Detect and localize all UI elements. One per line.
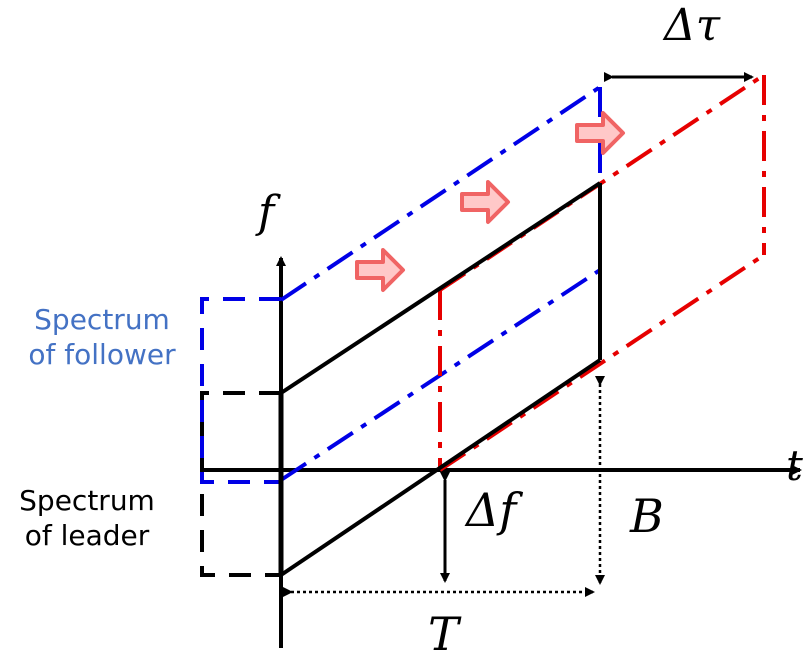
follower-chirp-blue-upper [279, 85, 602, 302]
delta-f-label: Δf [464, 483, 523, 537]
follower-spectrum-label: Spectrum of follower [2, 302, 202, 372]
bandwidth-label: B [629, 489, 664, 543]
axis-t-label: t [786, 441, 803, 490]
shift-arrow [575, 111, 625, 155]
leader-spectrum [200, 391, 281, 577]
follower-spectrum [200, 297, 281, 484]
delta-tau-label: Δτ [662, 0, 721, 51]
leader-spectrum-label: Spectrum of leader [2, 483, 172, 553]
period-label: T [428, 607, 462, 657]
leader-chirp-upper [279, 181, 602, 395]
shift-arrow [355, 248, 405, 292]
leader-label-line-2: of leader [24, 519, 150, 552]
axis-f-label: f [255, 187, 281, 238]
shift-arrow [460, 180, 510, 224]
follower-chirp-red-lower [438, 253, 766, 472]
leader-label-line-1: Spectrum [19, 484, 155, 517]
follower-label-line-1: Spectrum [34, 303, 170, 336]
leader-chirp-lower [279, 358, 602, 577]
follower-label-line-2: of follower [28, 338, 176, 371]
